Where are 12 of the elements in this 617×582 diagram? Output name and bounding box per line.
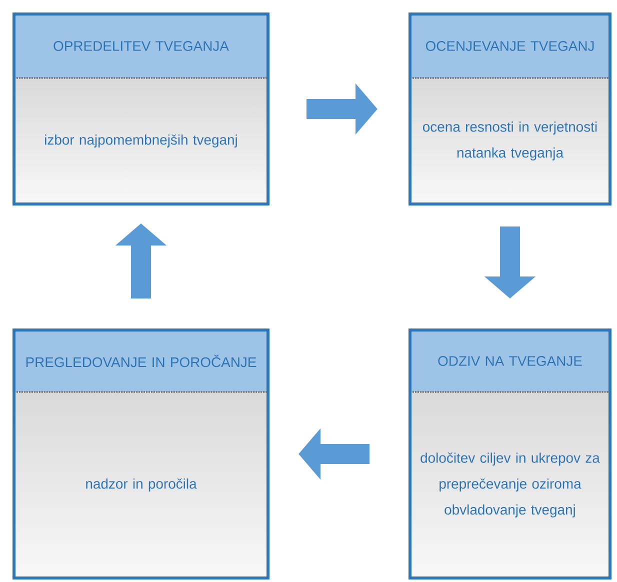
box-text: določitev ciljev in ukrepov za preprečevanje oziroma obvladovanje tveganj bbox=[420, 452, 600, 518]
box-heading: PREGLEDOVANJE IN POROČANJE bbox=[26, 354, 256, 368]
process-box bbox=[12, 12, 270, 206]
box-text: ocena resnosti in verjetnosti natanka tveganja bbox=[422, 122, 597, 160]
process-box bbox=[408, 12, 612, 206]
box-heading: OPREDELITEV TVEGANJA bbox=[54, 41, 229, 51]
box-text: izbor najpomembnejših tveganj bbox=[45, 134, 237, 148]
box-heading: ODZIV NA TVEGANJE bbox=[438, 356, 582, 366]
process-box bbox=[12, 328, 270, 580]
box-text: nadzor in poročila bbox=[86, 478, 197, 492]
box-heading: OCENJEVANJE TVEGANJ bbox=[426, 41, 594, 51]
process-box bbox=[408, 328, 612, 580]
